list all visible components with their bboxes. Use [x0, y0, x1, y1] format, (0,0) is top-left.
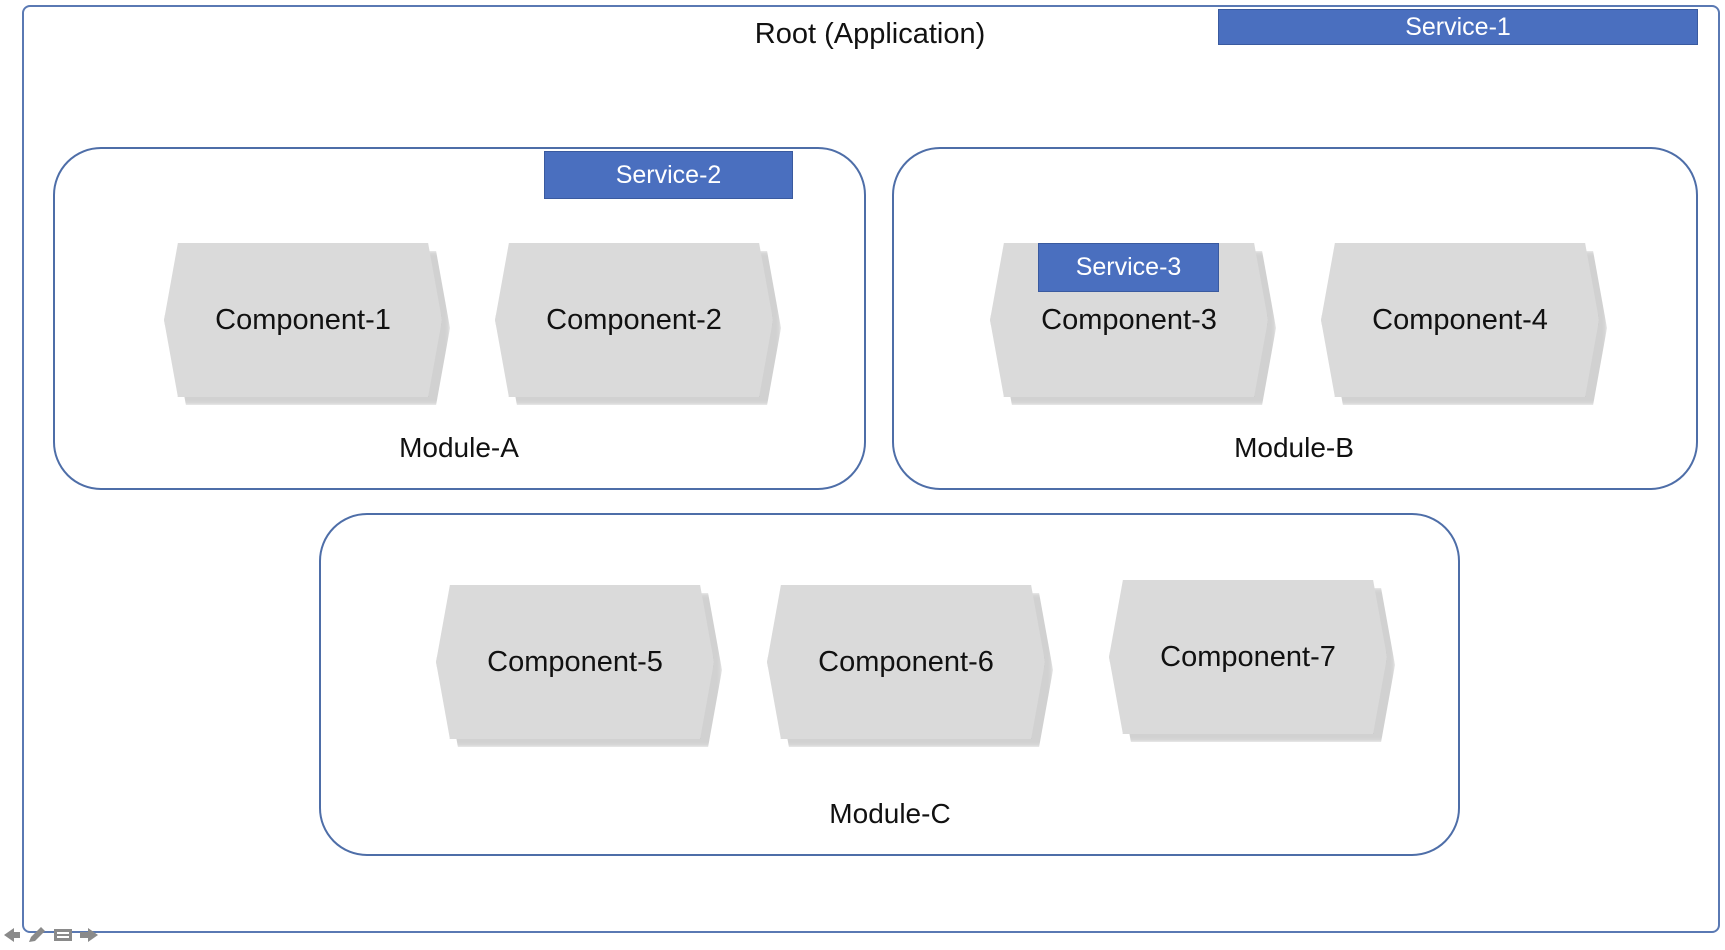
module-a-container — [53, 147, 866, 490]
module-b-label: Module-B — [1234, 432, 1354, 463]
module-c-label: Module-C — [829, 798, 951, 829]
component-5: Component-5 — [436, 585, 722, 747]
module-b-container — [892, 147, 1698, 490]
component-5-label: Component-5 — [487, 645, 663, 678]
component-7: Component-7 — [1109, 580, 1395, 742]
root-application-frame — [22, 5, 1720, 933]
component-1: Component-1 — [164, 243, 450, 405]
slide-toolbar — [2, 924, 100, 946]
module-c-container — [319, 513, 1460, 856]
component-4: Component-4 — [1321, 243, 1607, 405]
component-6-label: Component-6 — [818, 645, 994, 678]
service-3-box: Service-3 — [1038, 243, 1219, 292]
pencil-icon[interactable] — [26, 925, 48, 945]
component-2-label: Component-2 — [546, 303, 722, 336]
component-3-label: Component-3 — [1041, 303, 1217, 336]
service-1-box: Service-1 — [1218, 9, 1698, 45]
component-2: Component-2 — [495, 243, 781, 405]
forward-icon[interactable] — [78, 925, 100, 945]
slides-icon[interactable] — [52, 925, 74, 945]
service-2-box: Service-2 — [544, 151, 793, 199]
component-7-label: Component-7 — [1160, 640, 1336, 673]
component-1-label: Component-1 — [215, 303, 391, 336]
back-icon[interactable] — [2, 925, 22, 945]
root-title: Root (Application) — [754, 18, 986, 50]
component-6: Component-6 — [767, 585, 1053, 747]
component-4-label: Component-4 — [1372, 303, 1548, 336]
module-a-label: Module-A — [399, 432, 519, 463]
